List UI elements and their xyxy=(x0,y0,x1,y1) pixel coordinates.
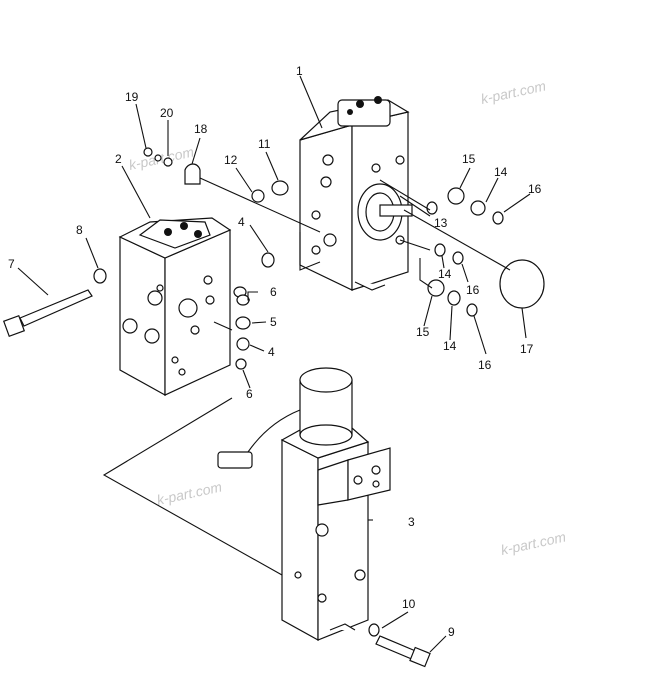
o-ring-16-upper xyxy=(492,211,504,225)
o-ring-5 xyxy=(235,316,251,330)
callout-1: 1 xyxy=(296,64,303,78)
callout-18: 18 xyxy=(194,122,208,136)
callout-15a: 15 xyxy=(462,152,476,166)
bolt-19 xyxy=(143,147,153,157)
callout-2: 2 xyxy=(115,152,122,166)
o-ring-16-middle xyxy=(452,251,464,265)
callout-8: 8 xyxy=(76,223,83,237)
callout-15b: 15 xyxy=(416,325,430,339)
o-ring-13 xyxy=(426,201,438,215)
valve-block-2 xyxy=(118,217,232,397)
plug-15-upper xyxy=(447,187,465,205)
callout-6b: 6 xyxy=(246,387,253,401)
plug-14-upper xyxy=(470,200,486,216)
callout-17: 17 xyxy=(520,342,534,356)
callout-16a: 16 xyxy=(528,182,542,196)
callout-numbers: 1 2 3 4 4 5 6 6 7 8 9 10 11 12 13 14 14 … xyxy=(8,64,542,639)
washer-8 xyxy=(93,268,107,284)
callout-3: 3 xyxy=(408,515,415,529)
callout-10: 10 xyxy=(402,597,416,611)
callout-4b: 4 xyxy=(268,345,275,359)
o-ring-16-lower xyxy=(466,303,478,317)
callout-5: 5 xyxy=(270,315,277,329)
callout-6a: 6 xyxy=(270,285,277,299)
o-ring-6-upper-b xyxy=(236,294,250,306)
callout-13: 13 xyxy=(434,216,448,230)
callout-19: 19 xyxy=(125,90,139,104)
o-ring-4-upper xyxy=(261,252,275,268)
o-ring-6-lower xyxy=(235,358,247,370)
callout-14c: 14 xyxy=(443,339,457,353)
callout-9: 9 xyxy=(448,625,455,639)
washer-10 xyxy=(368,623,380,637)
bolt-7 xyxy=(2,289,93,338)
callout-20: 20 xyxy=(160,106,174,120)
callout-11: 11 xyxy=(258,137,271,151)
plug-14-lower xyxy=(447,290,461,306)
callout-14a: 14 xyxy=(494,165,508,179)
o-ring-12 xyxy=(251,189,265,203)
plug-11 xyxy=(271,180,289,196)
leader-lines xyxy=(17,75,531,653)
valve-block-1 xyxy=(299,96,413,291)
callout-16b: 16 xyxy=(466,283,480,297)
callout-14b: 14 xyxy=(438,267,452,281)
watermark-middle: k-part.com xyxy=(155,478,223,507)
solenoid-valve-3 xyxy=(217,367,391,642)
washer-20a xyxy=(154,154,162,162)
o-ring-17 xyxy=(499,259,545,309)
watermark-top-right: k-part.com xyxy=(479,77,547,106)
bolt-9 xyxy=(375,635,431,668)
o-ring-4-lower xyxy=(236,337,250,351)
callout-16c: 16 xyxy=(478,358,492,372)
callout-4a: 4 xyxy=(238,215,245,229)
clamp-18 xyxy=(184,163,201,185)
callout-7: 7 xyxy=(8,257,15,271)
o-ring-14-middle xyxy=(434,243,446,257)
washer-20 xyxy=(163,157,173,167)
watermark-bottom-right: k-part.com xyxy=(499,528,567,557)
plug-15-lower xyxy=(427,279,445,297)
callout-12: 12 xyxy=(224,153,238,167)
